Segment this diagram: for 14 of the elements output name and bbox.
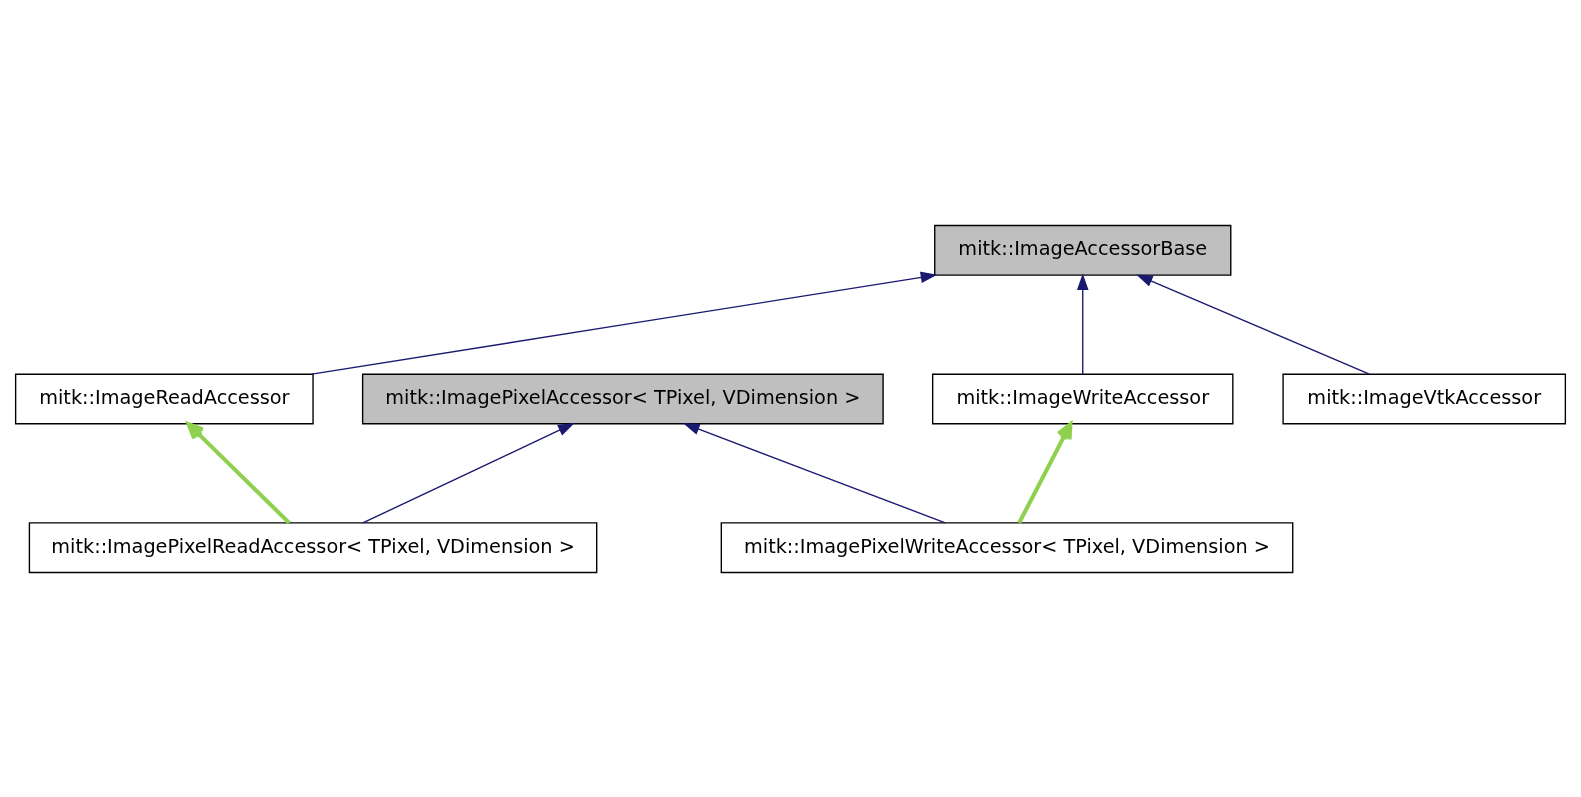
- node-box: mitk::ImageReadAccessor: [14, 373, 314, 424]
- node-box: mitk::ImageAccessorBase: [934, 224, 1232, 276]
- node-box: mitk::ImageWriteAccessor: [931, 373, 1234, 424]
- arrow: [1136, 273, 1371, 375]
- node-box: mitk::ImagePixelReadAccessor< TPixel, VDimension >: [28, 521, 598, 573]
- node-box: mitk::ImagePixelAccessor< TPixel, VDimension >: [361, 373, 884, 424]
- arrow: [1017, 421, 1073, 524]
- node-box: mitk::ImageVtkAccessor: [1282, 373, 1567, 424]
- arrow: [311, 271, 938, 375]
- arrow: [1076, 272, 1089, 375]
- arrow: [683, 422, 946, 524]
- arrow: [186, 421, 291, 524]
- node-box: mitk::ImagePixelWriteAccessor< TPixel, VDimension >: [720, 521, 1294, 573]
- arrow: [362, 422, 575, 524]
